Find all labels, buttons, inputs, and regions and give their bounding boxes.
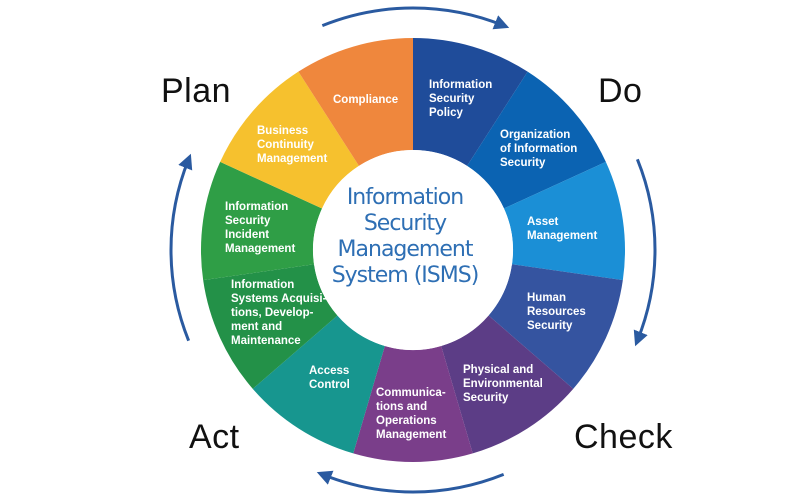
segment-label: Compliance — [333, 93, 398, 107]
wheel-segment — [200, 161, 323, 281]
segment-label-line: Continuity — [257, 139, 314, 151]
center-title: Information Security Management System (… — [330, 185, 480, 289]
segment-label-line: Systems Acquisi- — [231, 293, 327, 305]
segment-label-line: Security — [500, 157, 546, 169]
segment-label-line: Security — [225, 215, 271, 227]
pdca-arrows — [169, 6, 657, 494]
phase-plan: Plan — [161, 72, 232, 110]
phase-do: Do — [598, 72, 643, 110]
segment-label-line: Management — [527, 230, 598, 242]
segment-label-line: Management — [376, 429, 447, 441]
segment-label-line: Security — [527, 320, 573, 332]
segment-label-line: Management — [257, 153, 328, 165]
wheel-segment — [252, 315, 385, 454]
segment-label-line: Incident — [225, 229, 270, 241]
wheel-segment — [503, 161, 625, 281]
segment-label-line: Information — [231, 279, 295, 291]
arrow-plan-to-do — [321, 6, 510, 30]
wheel-segment — [353, 345, 473, 463]
segment-label-line: Control — [309, 379, 350, 391]
segment-label-line: Asset — [527, 216, 559, 228]
segment-label-line: Security — [429, 93, 475, 105]
wheel-segment — [220, 71, 359, 209]
segment-label-line: Access — [309, 365, 350, 377]
phase-act: Act — [189, 418, 240, 456]
segment-label-line: Maintenance — [231, 335, 301, 347]
wheel-segment — [441, 315, 574, 454]
arrow-check-to-act — [316, 470, 505, 494]
segment-label-line: Business — [257, 125, 309, 137]
isms-wheel — [200, 38, 625, 463]
segment-label-line: of Information — [500, 143, 578, 155]
segment-label-line: Resources — [527, 306, 586, 318]
arrow-act-to-plan — [169, 153, 193, 342]
wheel-segment — [488, 264, 623, 389]
segment-label-line: Operations — [376, 415, 437, 427]
center-title-line: Management — [337, 237, 474, 262]
segment-label-line: Information — [429, 79, 493, 91]
segment-label-line: tions, Develop- — [231, 307, 314, 319]
segment-label-line: Organization — [500, 129, 571, 141]
arrow-do-to-check — [633, 158, 657, 347]
segment-label-line: ment and — [231, 321, 283, 333]
center-title-line: System (ISMS) — [331, 263, 480, 288]
segment-label-line: Policy — [429, 107, 463, 119]
segment-label-line: Human — [527, 292, 566, 304]
segment-label-line: Security — [463, 392, 509, 404]
segment-label-line: Physical and — [463, 364, 534, 376]
wheel-segment — [467, 71, 606, 209]
center-title-line: Information — [346, 185, 464, 210]
wheel-segment — [203, 264, 338, 389]
center-disc — [313, 150, 513, 350]
segment-label-line: Communica- — [376, 387, 446, 399]
phase-check: Check — [574, 418, 673, 456]
center-title-line: Security — [363, 211, 447, 236]
segment-label-line: Compliance — [333, 94, 399, 106]
segment-label-line: Environmental — [463, 378, 543, 390]
segment-label-line: Management — [225, 243, 296, 255]
segment-label-line: tions and — [376, 401, 428, 413]
segment-label-line: Information — [225, 201, 289, 213]
wheel-segment — [413, 38, 528, 166]
wheel-segment — [298, 38, 413, 166]
